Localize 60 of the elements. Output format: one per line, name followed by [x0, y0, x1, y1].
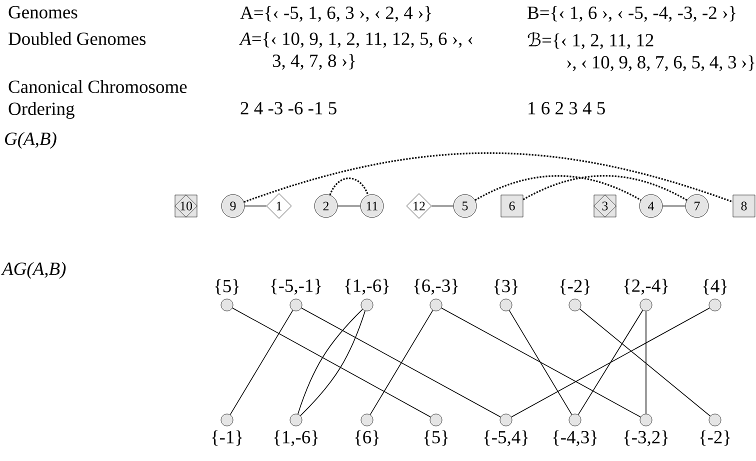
vertex: {6,-3}: [414, 278, 458, 312]
genome-text: ℬ={‹ 1, 2, 11, 12 ›, ‹ 10, 9, 8, 7, 6, 5, 4, 3 ›}: [528, 32, 754, 72]
node-label: {4}: [703, 279, 727, 295]
vertex: {4}: [703, 279, 727, 312]
vertex: {5}: [424, 414, 448, 446]
graph-title: G(A,B): [5, 132, 56, 149]
vertex: {-3,2}: [624, 414, 668, 446]
node-label: {2,-4}: [624, 278, 668, 295]
vertex: {3}: [494, 279, 518, 312]
vertex: {6}: [355, 414, 379, 446]
node-label: {-4,3}: [553, 430, 597, 446]
row-heading: Genomes: [8, 6, 78, 18]
vertex: {-5,4}: [484, 414, 528, 446]
node-label: {5}: [215, 279, 239, 295]
node-label: {-1}: [212, 430, 242, 446]
node-label: {-3,2}: [624, 430, 668, 446]
vertex: {-1}: [212, 414, 242, 446]
vertex: {-5,-1}: [271, 278, 321, 312]
node-label: {-5,-1}: [271, 278, 321, 295]
connector-line: [511, 308, 710, 418]
node-label: {1,-6}: [274, 430, 318, 446]
graph-title: AG(A,B): [1, 262, 66, 279]
node-label: {5}: [424, 430, 448, 446]
node-label: {-2}: [700, 430, 730, 446]
connector-line: [578, 310, 644, 416]
vertex: {1,-6}: [345, 278, 389, 312]
node-label: {3}: [494, 279, 518, 295]
connector-arc: [522, 175, 688, 201]
state-square: 6: [500, 194, 524, 218]
state-square: 3: [594, 194, 616, 218]
vertex: {5}: [215, 279, 239, 312]
connector-arc: [244, 152, 734, 203]
connector-line: [301, 308, 501, 418]
connector-line: [230, 310, 294, 416]
connector-line: [441, 308, 641, 418]
vertex: {-2}: [560, 279, 590, 312]
ordering-text: 1 6 2 3 4 5: [528, 102, 605, 114]
state-square: 8: [732, 194, 756, 218]
state-square: 10: [174, 194, 198, 218]
connector-arc: [329, 178, 369, 196]
vertex: {-4,3}: [553, 414, 597, 446]
node-label: {-2}: [560, 279, 590, 295]
connector-line: [579, 308, 711, 416]
vertex: {-2}: [700, 414, 730, 446]
vertex: {1,-6}: [274, 414, 318, 446]
connector-line: [232, 308, 431, 418]
vertex: {2,-4}: [624, 278, 668, 312]
genome-text: A={‹ -5, 1, 6, 3 ›, ‹ 2, 4 ›}: [240, 6, 431, 22]
genome-text: A={‹ 10, 9, 1, 2, 11, 12, 5, 6 ›, ‹ 3, 4, 7, 8 ›}: [238, 32, 472, 70]
node-label: {1,-6}: [345, 278, 389, 295]
node-label: {6,-3}: [414, 278, 458, 295]
genome-text: B={‹ 1, 6 ›, ‹ -5, -4, -3, -2 ›}: [528, 6, 736, 22]
row-heading: Canonical Chromosome Ordering: [8, 80, 187, 119]
node-label: {-5,4}: [484, 430, 528, 446]
node-label: {6}: [355, 430, 379, 446]
row-heading: Doubled Genomes: [8, 32, 146, 46]
connector-line: [508, 310, 572, 416]
connector-arc: [474, 175, 642, 201]
connector-line: [370, 310, 434, 416]
ordering-text: 2 4 -3 -6 -1 5: [240, 102, 336, 114]
